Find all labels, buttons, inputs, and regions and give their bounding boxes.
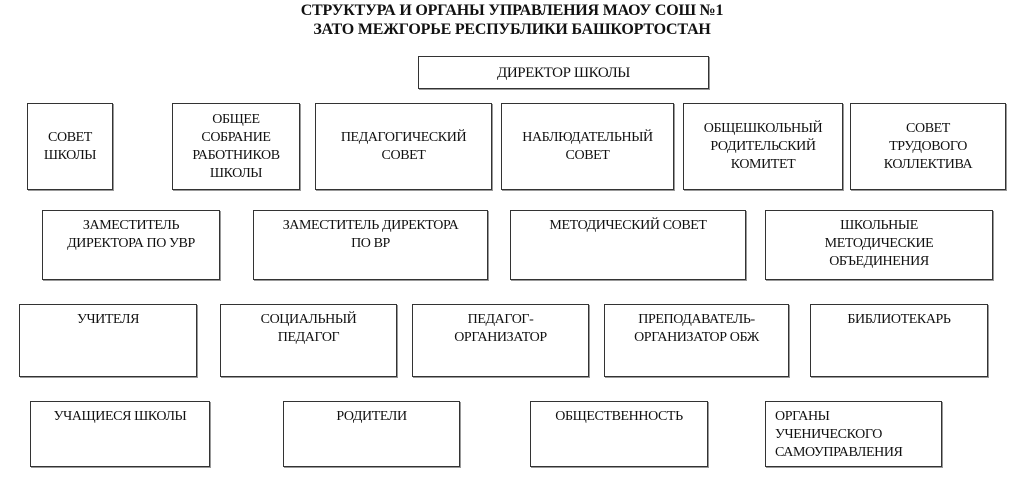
student-self-government-label-line: УЧЕНИЧЕСКОГО <box>775 427 882 442</box>
school-methodical-associations-label-line: ОБЪЕДИНЕНИЯ <box>829 254 929 269</box>
parents-label-line: РОДИТЕЛИ <box>336 409 407 424</box>
pedagogical-council-label-line: ПЕДАГОГИЧЕСКИЙ <box>340 129 467 145</box>
community-box: ОБЩЕСТВЕННОСТЬ <box>530 401 708 467</box>
school-methodical-associations-label-line: ШКОЛЬНЫЕ <box>840 218 918 233</box>
obzh-teacher-organizer-label-line: ПРЕПОДАВАТЕЛЬ- <box>638 312 755 327</box>
pedagogue-organizer-label-line: ОРГАНИЗАТОР <box>454 330 547 345</box>
social-pedagogue-label-line: ПЕДАГОГ <box>277 330 340 345</box>
social-pedagogue-label-line: СОЦИАЛЬНЫЙ <box>260 312 357 327</box>
labor-collective-council-label-line: ТРУДОВОГО <box>889 138 967 154</box>
social-pedagogue-box: СОЦИАЛЬНЫЙ ПЕДАГОГ <box>220 304 397 377</box>
supervisory-board-label-line: СОВЕТ <box>565 147 610 163</box>
student-self-government-box: ОРГАНЫ УЧЕНИЧЕСКОГО САМОУПРАВЛЕНИЯ <box>765 401 942 467</box>
parent-committee-label-line: ОБЩЕШКОЛЬНЫЙ <box>703 120 823 136</box>
parent-committee-label-line: РОДИТЕЛЬСКИЙ <box>710 138 816 154</box>
parent-committee-label-line: КОМИТЕТ <box>730 156 796 172</box>
student-self-government-label-line: ОРГАНЫ <box>775 409 830 424</box>
pedagogue-organizer-label-line: ПЕДАГОГ- <box>467 312 534 327</box>
teachers-box: УЧИТЕЛЯ <box>19 304 197 377</box>
deputy-director-uvr-label-line: ЗАМЕСТИТЕЛЬ <box>82 218 180 233</box>
methodical-council-label-line: МЕТОДИЧЕСКИЙ СОВЕТ <box>549 218 707 233</box>
parent-committee-box: ОБЩЕШКОЛЬНЫЙ РОДИТЕЛЬСКИЙ КОМИТЕТ <box>683 103 843 190</box>
deputy-director-uvr-box: ЗАМЕСТИТЕЛЬ ДИРЕКТОРА ПО УВР <box>42 210 220 280</box>
general-staff-meeting-label-line: ОБЩЕЕ <box>212 111 260 127</box>
school-council-label-line: СОВЕТ <box>48 129 92 145</box>
labor-collective-council-box: СОВЕТ ТРУДОВОГО КОЛЛЕКТИВА <box>850 103 1006 190</box>
students-box: УЧАЩИЕСЯ ШКОЛЫ <box>30 401 210 467</box>
school-methodical-associations-label-line: МЕТОДИЧЕСКИЕ <box>824 236 934 251</box>
school-council-box: СОВЕТ ШКОЛЫ <box>27 103 113 190</box>
librarian-label-line: БИБЛИОТЕКАРЬ <box>847 312 951 327</box>
general-staff-meeting-label-line: ШКОЛЫ <box>209 165 263 181</box>
librarian-box: БИБЛИОТЕКАРЬ <box>810 304 988 377</box>
director-box: ДИРЕКТОР ШКОЛЫ <box>418 56 709 89</box>
deputy-director-vr-box: ЗАМЕСТИТЕЛЬ ДИРЕКТОРА ПО ВР <box>253 210 488 280</box>
teachers-label-line: УЧИТЕЛЯ <box>76 312 140 327</box>
deputy-director-uvr-label-line: ДИРЕКТОРА ПО УВР <box>67 236 195 251</box>
parents-box: РОДИТЕЛИ <box>283 401 460 467</box>
general-staff-meeting-box: ОБЩЕЕ СОБРАНИЕ РАБОТНИКОВ ШКОЛЫ <box>172 103 300 190</box>
community-label-line: ОБЩЕСТВЕННОСТЬ <box>555 409 683 424</box>
labor-collective-council-label-line: КОЛЛЕКТИВА <box>883 156 973 172</box>
pedagogue-organizer-box: ПЕДАГОГ- ОРГАНИЗАТОР <box>412 304 589 377</box>
school-methodical-associations-box: ШКОЛЬНЫЕ МЕТОДИЧЕСКИЕ ОБЪЕДИНЕНИЯ <box>765 210 993 280</box>
obzh-teacher-organizer-label-line: ОРГАНИЗАТОР ОБЖ <box>634 330 759 345</box>
student-self-government-label-line: САМОУПРАВЛЕНИЯ <box>775 445 903 460</box>
general-staff-meeting-label-line: СОБРАНИЕ <box>201 129 271 145</box>
deputy-director-vr-label-line: ЗАМЕСТИТЕЛЬ ДИРЕКТОРА <box>282 218 459 233</box>
supervisory-board-label-line: НАБЛЮДАТЕЛЬНЫЙ <box>522 129 653 145</box>
labor-collective-council-label-line: СОВЕТ <box>906 120 950 136</box>
diagram-title-line1: СТРУКТУРА И ОРГАНЫ УПРАВЛЕНИЯ МАОУ СОШ №… <box>300 2 724 19</box>
general-staff-meeting-label-line: РАБОТНИКОВ <box>192 147 280 163</box>
students-label-line: УЧАЩИЕСЯ ШКОЛЫ <box>53 409 187 424</box>
methodical-council-box: МЕТОДИЧЕСКИЙ СОВЕТ <box>510 210 746 280</box>
pedagogical-council-box: ПЕДАГОГИЧЕСКИЙ СОВЕТ <box>315 103 492 190</box>
obzh-teacher-organizer-box: ПРЕПОДАВАТЕЛЬ- ОРГАНИЗАТОР ОБЖ <box>604 304 789 377</box>
deputy-director-vr-label-line: ПО ВР <box>351 236 390 251</box>
supervisory-board-box: НАБЛЮДАТЕЛЬНЫЙ СОВЕТ <box>501 103 674 190</box>
school-council-label-line: ШКОЛЫ <box>43 147 97 163</box>
diagram-title-line2: ЗАТО МЕЖГОРЬЕ РЕСПУБЛИКИ БАШКОРТОСТАН <box>313 21 711 38</box>
pedagogical-council-label-line: СОВЕТ <box>381 147 426 163</box>
director-label: ДИРЕКТОР ШКОЛЫ <box>497 64 630 81</box>
